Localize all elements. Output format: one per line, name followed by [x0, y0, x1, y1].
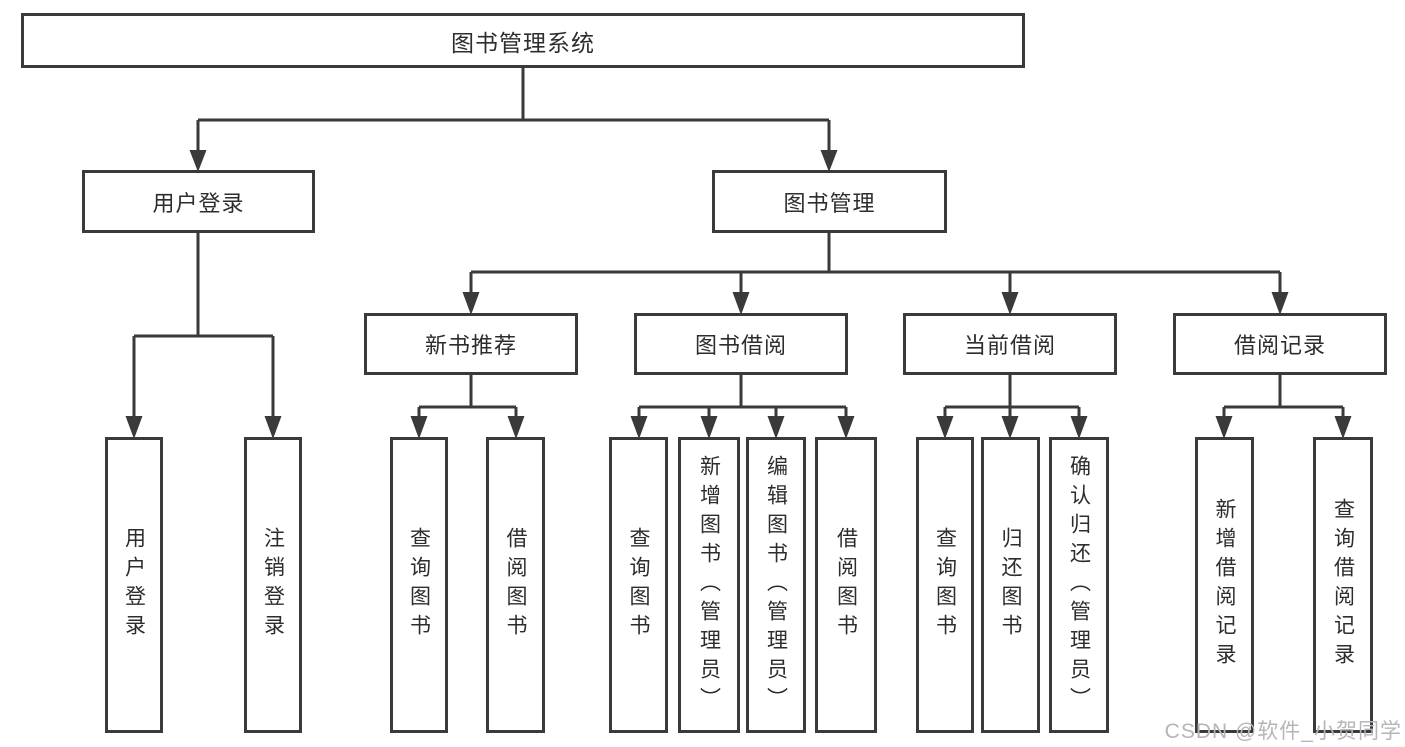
leaf-user-login: 用户登录 — [105, 437, 163, 733]
leaf-add-book-admin-label: 新增图书（管理员） — [697, 454, 721, 716]
connector-current-borrow-to-leaves — [936, 375, 1088, 439]
leaf-borrow-book-label: 借阅图书 — [834, 527, 858, 643]
leaf-return-book: 归还图书 — [981, 437, 1040, 733]
node-new-book-recommend-label: 新书推荐 — [424, 333, 517, 358]
node-root: 图书管理系统 — [21, 13, 1025, 68]
connector-user-login-to-leaves — [125, 233, 282, 439]
node-user-login-label: 用户登录 — [152, 190, 245, 216]
arrow-down-icon — [125, 416, 143, 439]
node-book-borrow-label: 图书借阅 — [694, 333, 787, 358]
arrow-down-icon — [936, 416, 954, 439]
leaf-query-borrow-record: 查询借阅记录 — [1313, 437, 1373, 733]
leaf-borrow-book-recommend: 借阅图书 — [486, 437, 545, 733]
connector-book-management-to-level3 — [462, 233, 1289, 315]
leaf-add-book-admin: 新增图书（管理员） — [678, 437, 740, 733]
leaf-edit-book-admin-label: 编辑图书（管理员） — [764, 454, 788, 716]
arrow-down-icon — [264, 416, 282, 439]
arrow-down-icon — [837, 416, 855, 439]
arrow-down-icon — [189, 150, 207, 172]
node-current-borrow: 当前借阅 — [903, 313, 1117, 375]
arrow-down-icon — [1001, 416, 1019, 439]
arrow-down-icon — [507, 416, 525, 439]
leaf-confirm-return-admin-label: 确认归还（管理员） — [1067, 454, 1091, 716]
arrow-down-icon — [732, 292, 750, 315]
node-root-label: 图书管理系统 — [451, 29, 595, 56]
leaf-borrow-book: 借阅图书 — [815, 437, 877, 733]
node-book-borrow: 图书借阅 — [634, 313, 848, 375]
leaf-add-borrow-record: 新增借阅记录 — [1195, 437, 1254, 733]
node-borrow-record: 借阅记录 — [1173, 313, 1387, 375]
arrow-down-icon — [700, 416, 718, 439]
connector-book-borrow-to-leaves — [630, 375, 855, 439]
leaf-logout-label: 注销登录 — [261, 527, 285, 643]
leaf-add-borrow-record-label: 新增借阅记录 — [1213, 498, 1236, 672]
leaf-confirm-return-admin: 确认归还（管理员） — [1049, 437, 1109, 733]
leaf-borrow-book-recommend-label: 借阅图书 — [504, 527, 527, 643]
node-borrow-record-label: 借阅记录 — [1233, 333, 1326, 358]
arrow-down-icon — [1070, 416, 1088, 439]
arrow-down-icon — [1334, 416, 1352, 439]
leaf-query-book-borrow-label: 查询图书 — [627, 527, 650, 643]
node-book-management-label: 图书管理 — [783, 190, 876, 216]
leaf-query-book-recommend-label: 查询图书 — [407, 527, 431, 643]
leaf-edit-book-admin: 编辑图书（管理员） — [746, 437, 806, 733]
node-book-management: 图书管理 — [712, 170, 947, 233]
leaf-logout: 注销登录 — [244, 437, 302, 733]
arrow-down-icon — [820, 150, 838, 172]
watermark: CSDN @软件_小贺同学 — [1164, 720, 1402, 743]
leaf-query-book-current-label: 查询图书 — [933, 527, 957, 643]
arrow-down-icon — [1215, 416, 1233, 439]
node-current-borrow-label: 当前借阅 — [963, 333, 1056, 358]
arrow-down-icon — [410, 416, 428, 439]
connector-root-to-level2 — [189, 68, 838, 172]
arrow-down-icon — [767, 416, 785, 439]
arrow-down-icon — [1001, 292, 1019, 315]
node-user-login: 用户登录 — [82, 170, 315, 233]
arrow-down-icon — [630, 416, 648, 439]
leaf-return-book-label: 归还图书 — [999, 527, 1022, 643]
arrow-down-icon — [462, 292, 480, 315]
arrow-down-icon — [1271, 292, 1289, 315]
node-new-book-recommend: 新书推荐 — [364, 313, 578, 375]
leaf-query-book-current: 查询图书 — [916, 437, 974, 733]
connector-borrow-record-to-leaves — [1215, 375, 1352, 439]
leaf-query-borrow-record-label: 查询借阅记录 — [1331, 498, 1355, 672]
connector-new-book-to-leaves — [410, 375, 525, 439]
leaf-query-book-recommend: 查询图书 — [390, 437, 448, 733]
leaf-query-book-borrow: 查询图书 — [609, 437, 668, 733]
leaf-user-login-label: 用户登录 — [122, 527, 146, 643]
